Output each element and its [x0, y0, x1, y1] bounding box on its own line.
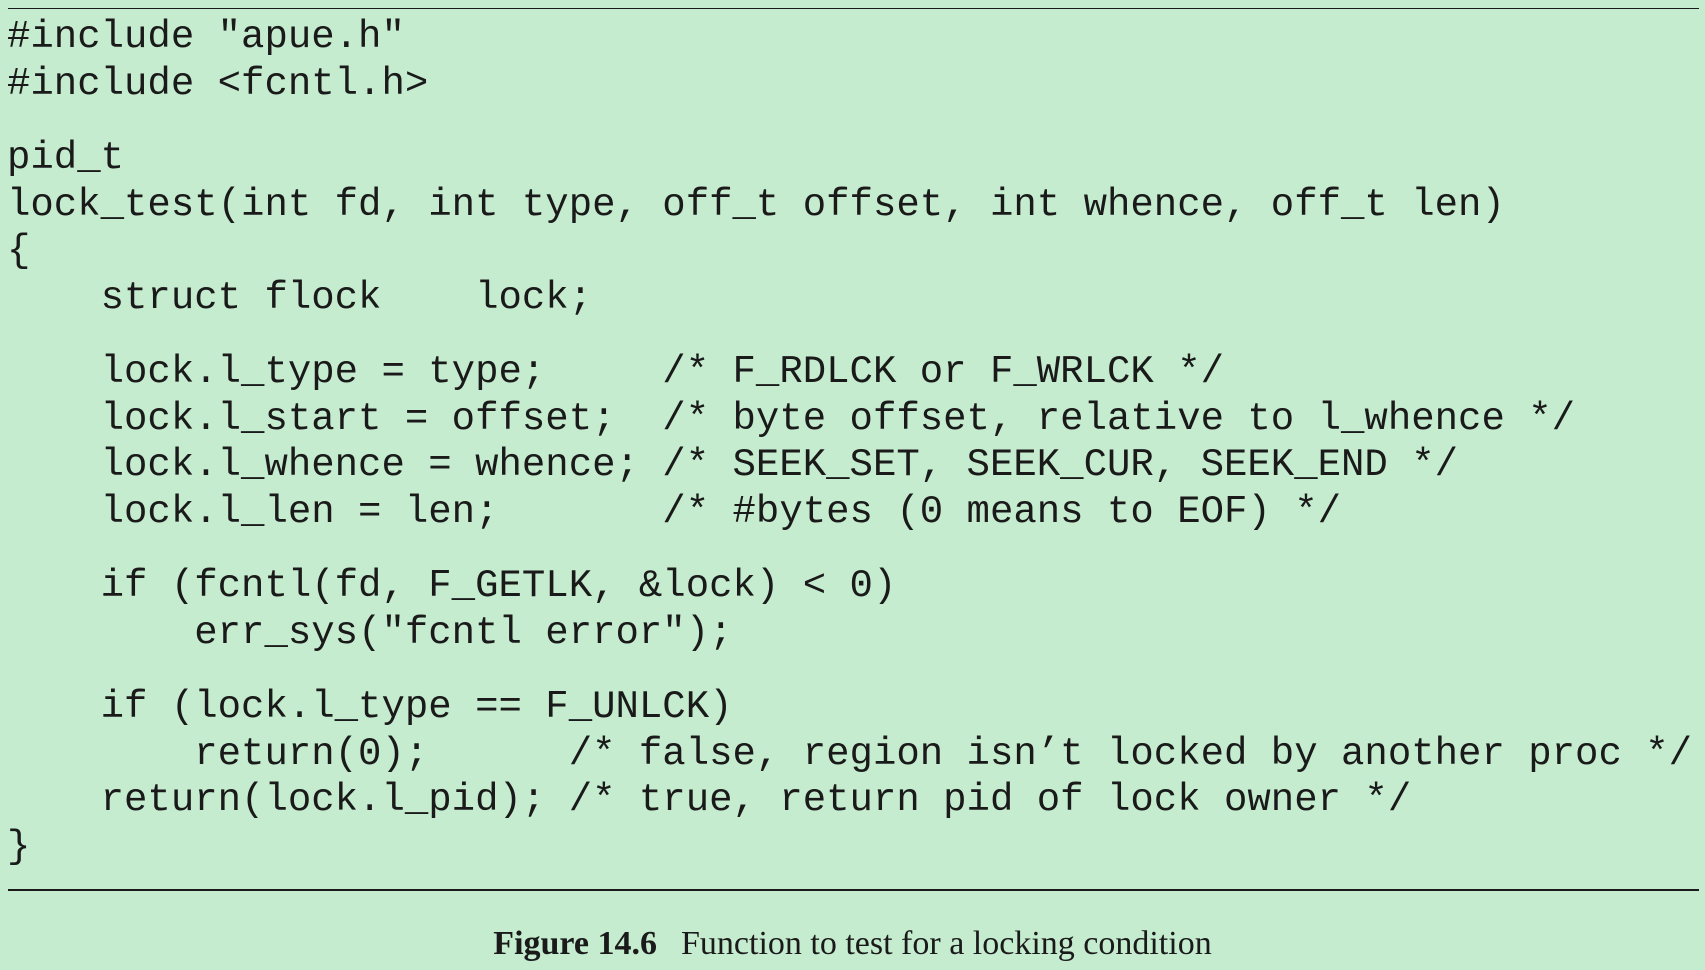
figure-caption-text: Function to test for a locking condition: [681, 925, 1212, 962]
code-line-15: return(lock.l_pid); /* true, return pid …: [7, 778, 1412, 822]
top-rule: [8, 8, 1699, 9]
code-listing: #include "apue.h"#include <fcntl.h> pid_t…: [7, 14, 1692, 870]
code-line-6: struct flock lock;: [7, 275, 593, 320]
code-line-11: if (fcntl(fd, F_GETLK, &lock) < 0): [7, 564, 897, 608]
code-line-4: lock_test(int fd, int type, off_t offset…: [7, 182, 1505, 227]
code-line-10: lock.l_len = len; /* #bytes (0 means to …: [7, 489, 1342, 534]
code-line-7: lock.l_type = type; /* F_RDLCK or F_WRLC…: [7, 350, 1224, 394]
code-line-2: #include <fcntl.h>: [7, 61, 429, 106]
code-line-3: pid_t: [7, 136, 125, 180]
code-line-13: if (lock.l_type == F_UNLCK): [7, 685, 733, 729]
code-line-16: }: [7, 824, 31, 869]
figure-number: Figure 14.6: [493, 925, 657, 962]
code-line-14: return(0); /* false, region isn’t locked…: [7, 731, 1693, 776]
code-line-5: {: [7, 229, 31, 273]
code-line-8: lock.l_start = offset; /* byte offset, r…: [7, 396, 1576, 441]
figure-caption: Figure 14.6 Function to test for a lockin…: [0, 925, 1705, 963]
code-line-9: lock.l_whence = whence; /* SEEK_SET, SEE…: [7, 443, 1459, 487]
code-line-1: #include "apue.h": [7, 15, 405, 59]
bottom-rule: [8, 889, 1699, 891]
code-line-12: err_sys("fcntl error");: [7, 610, 733, 655]
